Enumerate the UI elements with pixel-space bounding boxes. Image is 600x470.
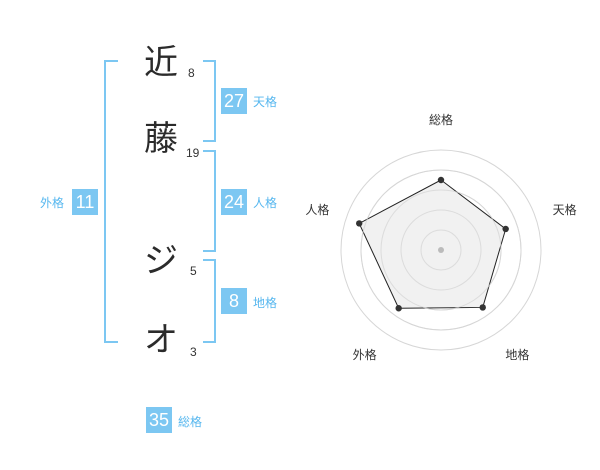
stroke-count-1: 8 xyxy=(188,66,195,80)
tenkaku-bracket xyxy=(203,60,216,142)
soukaku-value: 35 xyxy=(146,407,172,433)
radar-axis-label: 人格 xyxy=(305,202,329,217)
stroke-count-3: 5 xyxy=(190,264,197,278)
radar-axis-label: 天格 xyxy=(553,202,577,217)
gaikaku-bracket xyxy=(104,60,118,343)
chikaku-bracket xyxy=(203,259,216,343)
name-char-3: ジ xyxy=(144,241,178,281)
stroke-count-4: 3 xyxy=(190,345,197,359)
radar-value-polygon xyxy=(358,179,507,309)
name-char-2: 藤 xyxy=(144,119,178,159)
stroke-count-2: 19 xyxy=(186,146,200,160)
radar-center-dot xyxy=(438,247,444,253)
radar-inner-ring xyxy=(380,189,502,311)
chikaku-label: 地格 xyxy=(253,296,278,310)
radar-inner-ring xyxy=(420,229,462,271)
radar-inner-ring xyxy=(400,209,482,291)
radar-axis-label: 外格 xyxy=(353,347,377,362)
chikaku-value: 8 xyxy=(221,288,247,314)
radar-point-3 xyxy=(479,304,486,311)
gaikaku-value: 11 xyxy=(72,189,98,215)
jinkaku-value: 24 xyxy=(221,189,247,215)
radar-grid-ring xyxy=(340,149,542,351)
tenkaku-value: 27 xyxy=(221,88,247,114)
soukaku-label: 総格 xyxy=(178,415,203,429)
jinkaku-label: 人格 xyxy=(253,196,278,210)
radar-point-4 xyxy=(395,305,402,312)
radar-point-1 xyxy=(437,176,445,184)
name-char-4: オ xyxy=(144,320,178,360)
tenkaku-label: 天格 xyxy=(253,95,278,109)
radar-inner-ring xyxy=(360,169,522,331)
name-char-1: 近 xyxy=(144,43,178,83)
radar-point-5 xyxy=(356,220,363,227)
radar-point-2 xyxy=(502,225,509,233)
gaikaku-label: 外格 xyxy=(40,196,65,210)
jinkaku-bracket xyxy=(203,150,216,252)
radar-axis-label: 地格 xyxy=(505,347,529,362)
radar-axis-label: 総格 xyxy=(429,112,453,127)
